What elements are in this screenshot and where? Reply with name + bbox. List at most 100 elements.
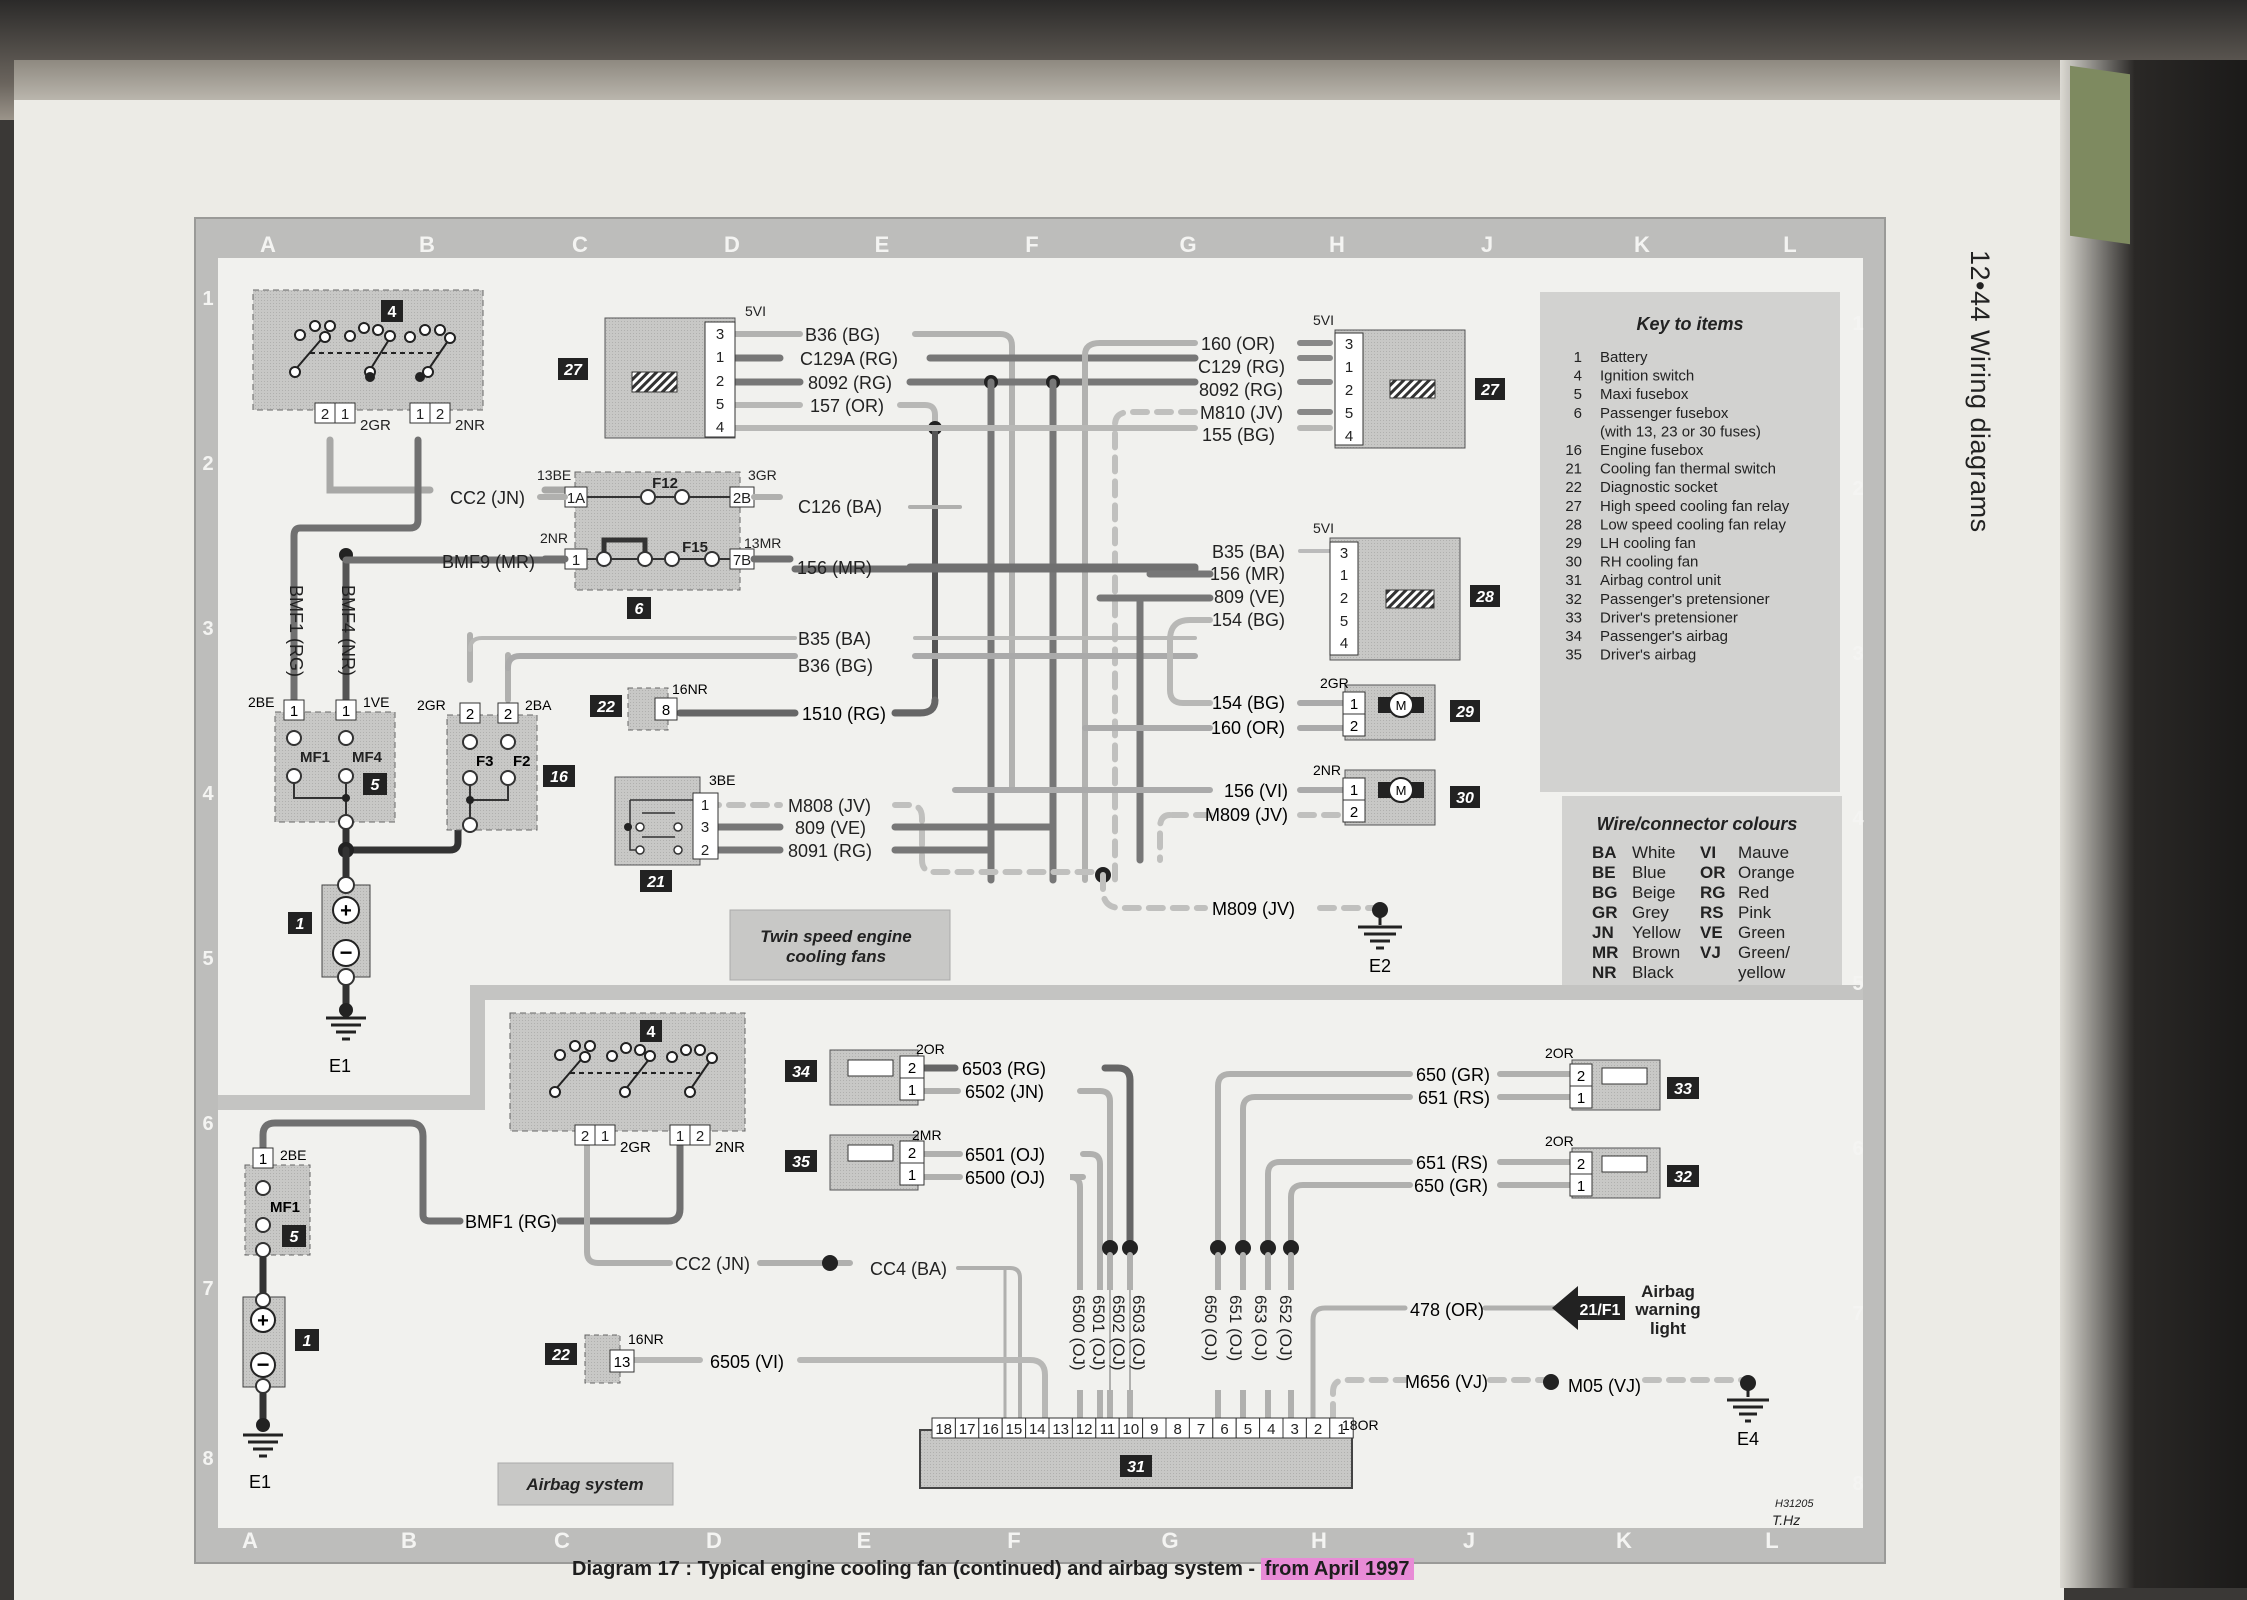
svg-text:H31205: H31205 <box>1775 1498 1814 1510</box>
svg-text:809 (VE): 809 (VE) <box>795 818 866 838</box>
svg-text:2: 2 <box>1577 1156 1585 1173</box>
minus-icon: − <box>257 1352 270 1377</box>
svg-text:651 (RS): 651 (RS) <box>1416 1153 1488 1173</box>
svg-text:30: 30 <box>1456 790 1474 807</box>
svg-text:154 (BG): 154 (BG) <box>1212 693 1285 713</box>
column-label: G <box>1161 1528 1178 1553</box>
svg-text:MF4: MF4 <box>352 749 383 766</box>
colour-code: RS <box>1700 903 1724 922</box>
column-label: H <box>1311 1528 1327 1553</box>
svg-text:2: 2 <box>1340 590 1348 607</box>
colour-code: BG <box>1592 883 1618 902</box>
label-gap <box>1091 1290 1109 1390</box>
svg-text:M808 (JV): M808 (JV) <box>788 796 871 816</box>
key-item-number: 33 <box>1565 609 1582 626</box>
colour-name: Green <box>1738 923 1785 942</box>
svg-text:21: 21 <box>646 874 665 891</box>
svg-text:155 (BG): 155 (BG) <box>1202 425 1275 445</box>
high-speed-relay-left: 3 1 2 5 4 5VI 27 <box>558 303 766 439</box>
ecu-pin-number: 2 <box>1314 1421 1322 1438</box>
svg-text:2: 2 <box>436 406 444 423</box>
column-label: A <box>242 1528 258 1553</box>
svg-text:light: light <box>1650 1319 1686 1338</box>
svg-text:1: 1 <box>1577 1090 1585 1107</box>
svg-text:8: 8 <box>662 702 670 719</box>
svg-text:2: 2 <box>1350 804 1358 821</box>
colour-name: Black <box>1632 963 1674 982</box>
svg-text:809 (VE): 809 (VE) <box>1214 587 1285 607</box>
colour-code: RG <box>1700 883 1726 902</box>
key-item-label: Cooling fan thermal switch <box>1600 461 1776 478</box>
svg-text:16NR: 16NR <box>672 681 708 697</box>
row-label: 3 <box>202 618 213 640</box>
key-item-label: Engine fusebox <box>1600 442 1704 459</box>
label-gap <box>1278 1290 1296 1390</box>
drawing-reference: H31205 T.Hz <box>1772 1498 1814 1528</box>
arrow-left-icon <box>1552 1286 1625 1330</box>
ecu-pin-number: 12 <box>1076 1421 1093 1438</box>
svg-text:2GR: 2GR <box>417 697 446 713</box>
svg-text:1: 1 <box>1350 782 1358 799</box>
ecu-pin-number: 6 <box>1220 1421 1228 1438</box>
svg-text:BMF1 (RG): BMF1 (RG) <box>286 585 306 677</box>
svg-text:F3: F3 <box>476 753 494 770</box>
colour-name: Orange <box>1738 863 1795 882</box>
key-item-number: 35 <box>1565 647 1582 664</box>
ecu-pin-number: 15 <box>1006 1421 1023 1438</box>
svg-text:13: 13 <box>614 1354 631 1371</box>
svg-text:2: 2 <box>908 1145 916 1162</box>
wires-bottom <box>256 1064 1748 1432</box>
column-label: D <box>724 232 740 257</box>
column-label: C <box>572 232 588 257</box>
label-gap <box>1071 1290 1089 1390</box>
svg-text:BMF4 (NR): BMF4 (NR) <box>338 585 358 676</box>
diagram-caption: Diagram 17 : Typical engine cooling fan … <box>572 1558 1414 1581</box>
key-item-label: Driver's airbag <box>1600 647 1696 664</box>
svg-text:4: 4 <box>647 1024 656 1041</box>
ecu-pin-number: 16 <box>982 1421 999 1438</box>
svg-text:3: 3 <box>1340 545 1348 562</box>
colour-code: BE <box>1592 863 1616 882</box>
svg-text:2GR: 2GR <box>360 417 391 434</box>
cooling-fan-thermal-switch: 1 3 2 3BE 21 M808 (JV) 809 (VE) 8091 (RG… <box>614 772 872 892</box>
svg-text:13MR: 13MR <box>744 535 781 551</box>
svg-text:3: 3 <box>701 819 709 836</box>
svg-text:1: 1 <box>572 552 580 569</box>
low-speed-relay: 3 1 2 5 4 5VI 28 <box>1313 520 1500 661</box>
svg-text:1: 1 <box>416 406 424 423</box>
colour-code: NR <box>1592 963 1617 982</box>
svg-text:Twin speed engine: Twin speed engine <box>760 927 911 946</box>
svg-text:4: 4 <box>1340 635 1348 652</box>
svg-text:5: 5 <box>1345 405 1353 422</box>
svg-text:3GR: 3GR <box>748 467 777 483</box>
row-label: 5 <box>202 948 213 970</box>
svg-text:6505 (VI): 6505 (VI) <box>710 1352 784 1372</box>
column-label: B <box>419 232 435 257</box>
svg-text:2: 2 <box>466 706 474 723</box>
svg-text:2: 2 <box>581 1128 589 1145</box>
ecu-pin-number: 8 <box>1174 1421 1182 1438</box>
svg-text:650 (GR): 650 (GR) <box>1414 1176 1488 1196</box>
svg-text:warning: warning <box>1634 1300 1700 1319</box>
svg-text:22: 22 <box>596 699 615 716</box>
ecu-pin <box>1329 1417 1354 1439</box>
cooling-panel-title: Twin speed engine cooling fans <box>729 909 951 981</box>
svg-text:E1: E1 <box>329 1056 351 1076</box>
ground-icon <box>1358 925 1402 950</box>
ground-icon <box>1727 1398 1769 1423</box>
svg-text:18OR: 18OR <box>1342 1417 1379 1433</box>
svg-text:5VI: 5VI <box>1313 520 1334 536</box>
caption-highlight: from April 1997 <box>1260 1558 1414 1580</box>
svg-text:F15: F15 <box>682 539 708 556</box>
svg-text:21/F1: 21/F1 <box>1580 1302 1621 1319</box>
svg-text:3BE: 3BE <box>709 772 735 788</box>
svg-text:2NR: 2NR <box>715 1139 745 1156</box>
svg-text:BMF9 (MR): BMF9 (MR) <box>442 552 535 572</box>
svg-text:2B: 2B <box>733 490 751 507</box>
svg-text:B35 (BA): B35 (BA) <box>798 629 871 649</box>
svg-text:8091 (RG): 8091 (RG) <box>788 841 872 861</box>
colours-title: Wire/connector colours <box>1597 814 1798 834</box>
